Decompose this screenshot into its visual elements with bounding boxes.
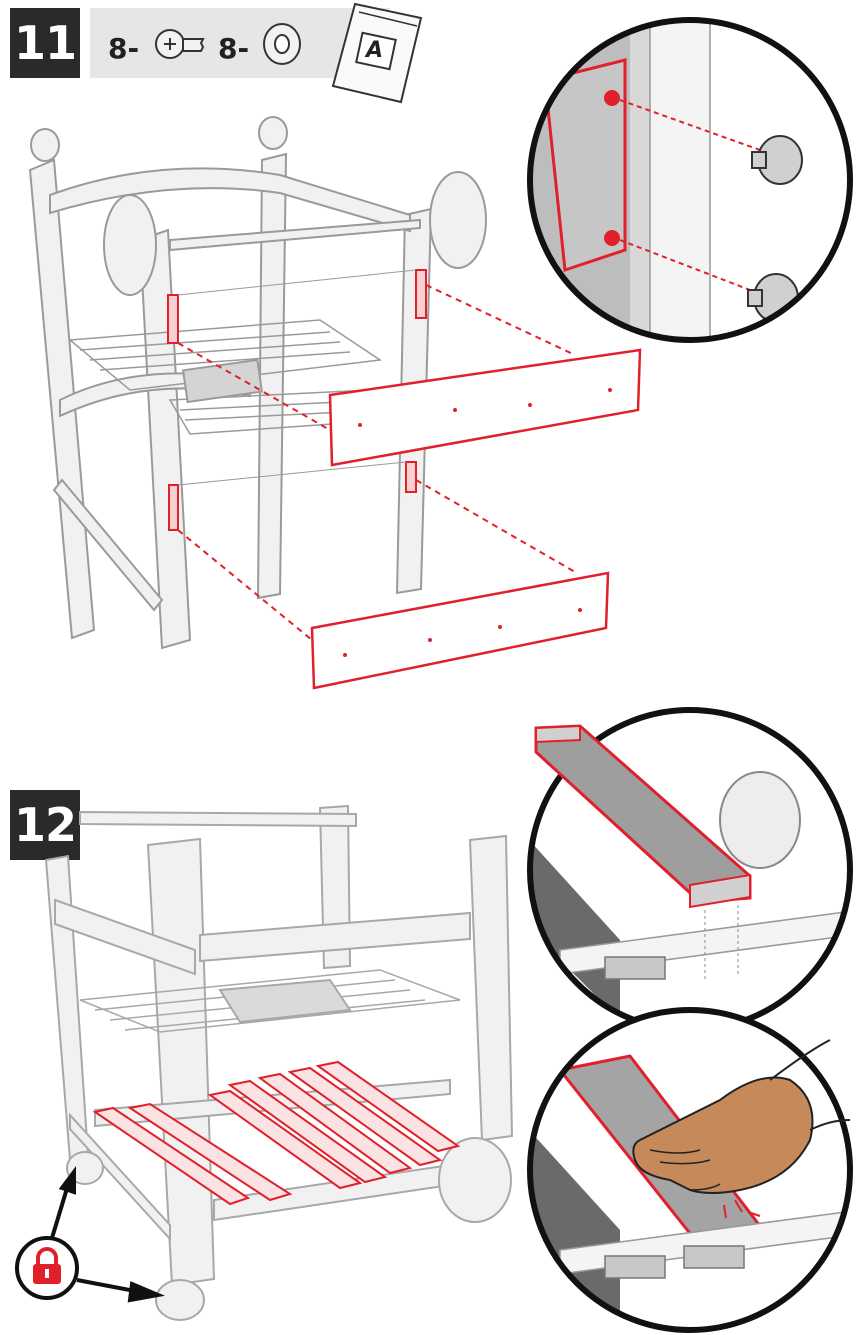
step-12-cart-illustration bbox=[0, 0, 860, 1335]
